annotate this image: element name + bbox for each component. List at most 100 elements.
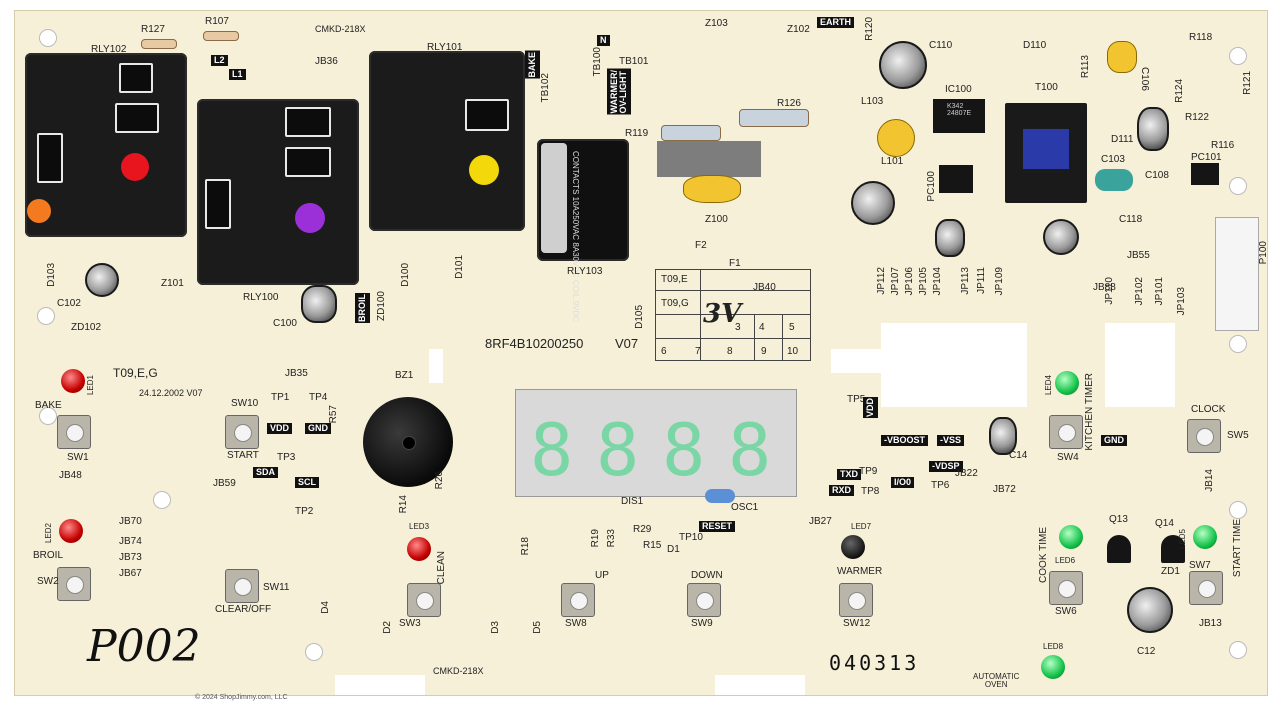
led4-kitchen-timer-indicator — [1055, 371, 1079, 395]
label-c103: C103 — [1101, 154, 1125, 165]
label-r126: R126 — [777, 98, 801, 109]
clear-off-button[interactable] — [225, 569, 259, 603]
label-jp102: JP102 — [1134, 277, 1145, 306]
label-d1: D1 — [667, 544, 680, 555]
capacitor-c100 — [301, 285, 337, 323]
vent-slot — [881, 323, 1027, 407]
label-d103: D103 — [46, 263, 57, 287]
up-button[interactable] — [561, 583, 595, 617]
label-r124: R124 — [1174, 79, 1185, 103]
color-dot-yellow — [469, 155, 499, 185]
label-d2: D2 — [382, 621, 393, 634]
broil-button[interactable] — [57, 567, 91, 601]
label-c118: C118 — [1119, 214, 1143, 225]
mount-hole — [1229, 177, 1247, 195]
label-jp105: JP105 — [918, 267, 929, 296]
label-jp106: JP106 — [904, 267, 915, 296]
label-tb102: TB102 — [540, 73, 551, 103]
relay-rly103: CONTACTS 10A250VAC 8A30VDC COIL 9VDC — [537, 139, 629, 322]
option-num-9: 9 — [761, 346, 767, 357]
label-led3: LED3 — [409, 522, 430, 531]
label-r116: R116 — [1211, 140, 1235, 151]
label-jb55: JB55 — [1127, 250, 1150, 261]
label-r121: R121 — [1242, 71, 1253, 95]
label-tb101: TB101 — [619, 56, 649, 67]
label-r19: R19 — [590, 529, 601, 548]
label-tp1: TP1 — [271, 392, 290, 403]
label-pc100: PC100 — [926, 171, 937, 202]
resistor-r119 — [661, 125, 721, 141]
resistor-r107 — [203, 31, 239, 41]
glue-blob — [541, 143, 567, 253]
option-table — [655, 269, 811, 361]
label-c100: C100 — [273, 318, 297, 329]
relay-rly101-label: RLY101 — [427, 42, 463, 53]
capacitor-c106 — [1107, 41, 1137, 73]
label-jb36: JB36 — [315, 56, 338, 67]
label-jp109: JP109 — [994, 267, 1005, 296]
label-jb70: JB70 — [119, 516, 142, 527]
label-vdd-tp5: VDD — [863, 397, 878, 419]
color-dot-purple — [295, 203, 325, 233]
start-button[interactable] — [225, 415, 259, 449]
option-num-8: 8 — [727, 346, 733, 357]
capacitor-c118-area — [935, 219, 965, 257]
display-digit-2: 8 — [596, 408, 640, 492]
label-r33: R33 — [606, 529, 617, 548]
relay-terminal — [285, 147, 331, 177]
label-r113: R113 — [1080, 55, 1091, 79]
table-line — [656, 314, 810, 315]
table-line — [656, 338, 810, 339]
display-digit-1: 8 — [530, 408, 574, 492]
label-c12: C12 — [1137, 646, 1156, 657]
resistor-r126 — [739, 109, 809, 127]
label-zd1: ZD1 — [1161, 566, 1180, 577]
clean-button[interactable] — [407, 583, 441, 617]
cert-top: CMKD-218X — [315, 24, 366, 34]
label-ic100: IC100 — [945, 84, 972, 95]
table-line — [656, 290, 810, 291]
ic-pc101 — [1191, 163, 1219, 185]
bake-button[interactable] — [57, 415, 91, 449]
start-time-button[interactable] — [1189, 571, 1223, 605]
label-r119: R119 — [625, 128, 649, 139]
label-rxd: RXD — [829, 485, 855, 496]
label-zd102: ZD102 — [71, 322, 102, 333]
label-led6: LED6 — [1055, 556, 1076, 565]
mount-hole — [1229, 641, 1247, 659]
capacitor-c110 — [879, 41, 927, 89]
label-jp101: JP101 — [1154, 277, 1165, 306]
label-sda: SDA — [253, 467, 279, 478]
led1-bake-indicator — [61, 369, 85, 393]
label-c110: C110 — [929, 40, 953, 51]
transistor-q14 — [1161, 535, 1185, 563]
relay-rly102 — [25, 53, 187, 237]
down-button[interactable] — [687, 583, 721, 617]
label-d3: D3 — [490, 621, 501, 634]
mount-hole — [305, 643, 323, 661]
board-serial: 040313 — [829, 651, 920, 675]
option-handwritten-marks: 3V — [703, 299, 742, 329]
board-notch — [715, 675, 805, 695]
led6-cook-time-indicator — [1059, 525, 1083, 549]
board-model: T09,E,G — [113, 366, 158, 380]
cook-time-button[interactable] — [1049, 571, 1083, 605]
kitchen-timer-button[interactable] — [1049, 415, 1083, 449]
part-number: 8RF4B10200250 — [485, 336, 584, 351]
table-line — [754, 314, 755, 360]
label-tp2: TP2 — [295, 506, 314, 517]
label-io0: I/O0 — [891, 477, 915, 488]
transformer-t100 — [1005, 103, 1087, 203]
label-r18: R18 — [520, 537, 531, 556]
label-osc1: OSC1 — [731, 502, 759, 513]
option-row-e: T09,E — [661, 274, 688, 285]
label-f2: F2 — [695, 240, 707, 251]
clock-button[interactable] — [1187, 419, 1221, 453]
warmer-button[interactable] — [839, 583, 873, 617]
board-notch — [335, 675, 425, 695]
label-jp110: JP110 — [1104, 277, 1115, 305]
label-jp104: JP104 — [932, 267, 943, 296]
option-num-7: 7 — [695, 346, 701, 357]
color-dot-orange — [27, 199, 51, 223]
capacitor-c103 — [1095, 169, 1133, 191]
